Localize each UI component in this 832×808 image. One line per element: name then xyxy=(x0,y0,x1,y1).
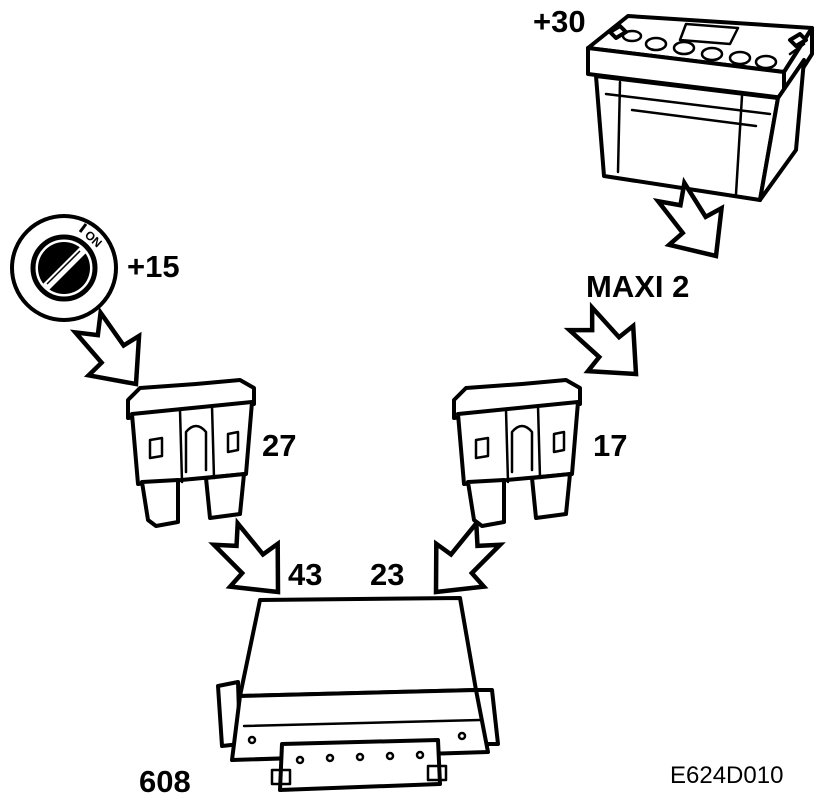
ignition-switch-icon xyxy=(10,214,118,322)
pin-23-label: 23 xyxy=(370,557,404,592)
pin-43-label: 43 xyxy=(288,557,322,592)
figure-code: E624D010 xyxy=(670,762,783,789)
fuse-icon xyxy=(452,378,582,528)
battery-icon xyxy=(586,14,814,202)
maxi-fuse-label: MAXI 2 xyxy=(586,269,689,304)
fuse-17-label: 17 xyxy=(593,428,627,463)
battery-terminal-label: +30 xyxy=(533,4,586,39)
arrow-icon xyxy=(558,296,658,396)
ignition-terminal-label: +15 xyxy=(127,249,180,284)
control-unit-icon xyxy=(216,596,500,792)
control-unit-label: 608 xyxy=(139,764,191,799)
fuse-icon xyxy=(126,378,256,528)
fuse-27-label: 27 xyxy=(262,428,296,463)
